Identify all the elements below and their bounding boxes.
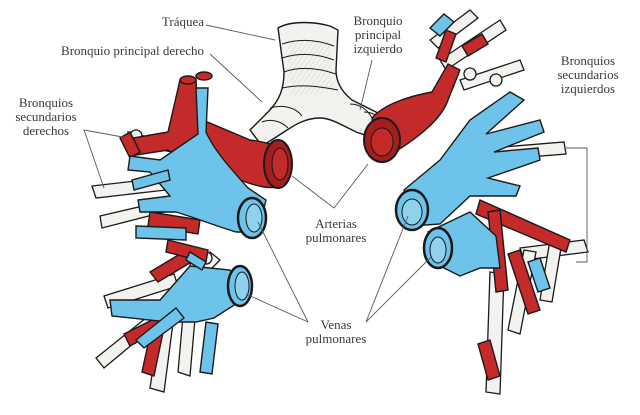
label-pulmonary-veins: Venas pulmonares (300, 318, 372, 346)
leader-right-main-bronchus (209, 53, 263, 103)
leader-left-main-bronchus (359, 59, 373, 111)
leader-veins-right-upper (257, 221, 309, 323)
label-line: Tráquea (161, 14, 204, 29)
leader-pulmonary-arteries (291, 163, 369, 209)
label-pulmonary-arteries: Arterias pulmonares (300, 217, 372, 245)
label-line: Venas (320, 317, 352, 332)
leader-veins-left-lower (365, 255, 433, 323)
label-line: derechos (22, 123, 70, 138)
label-line: Bronquio (353, 13, 403, 28)
leader-lines (83, 24, 588, 323)
label-line: Arterias (315, 216, 357, 231)
label-right-main-bronchus: Bronquio principal derecho (40, 44, 204, 58)
label-line: pulmonares (305, 230, 367, 245)
leader-right-secondary-bronchi (83, 129, 129, 189)
trachea (249, 21, 393, 147)
label-left-main-bronchus: Bronquio principal izquierdo (348, 14, 408, 56)
leader-veins-right-lower (245, 293, 309, 323)
label-line: izquierdos (560, 81, 616, 96)
label-left-secondary-bronchi: Bronquios secundarios izquierdos (550, 54, 626, 96)
label-line: principal (354, 27, 402, 42)
label-right-secondary-bronchi: Bronquios secundarios derechos (8, 96, 84, 138)
label-trachea: Tráquea (150, 15, 204, 29)
label-line: secundarios (15, 109, 77, 124)
label-line: izquierdo (353, 41, 403, 56)
leader-trachea (205, 24, 276, 41)
label-line: Bronquios (18, 95, 74, 110)
label-line: pulmonares (305, 331, 367, 346)
label-line: Bronquios (560, 53, 616, 68)
label-line: secundarios (557, 67, 619, 82)
right-pulmonary-veins (109, 87, 267, 375)
leader-veins-left-upper (365, 215, 409, 323)
leader-left-secondary-bronchi (565, 147, 588, 263)
label-line: Bronquio principal derecho (61, 43, 204, 58)
